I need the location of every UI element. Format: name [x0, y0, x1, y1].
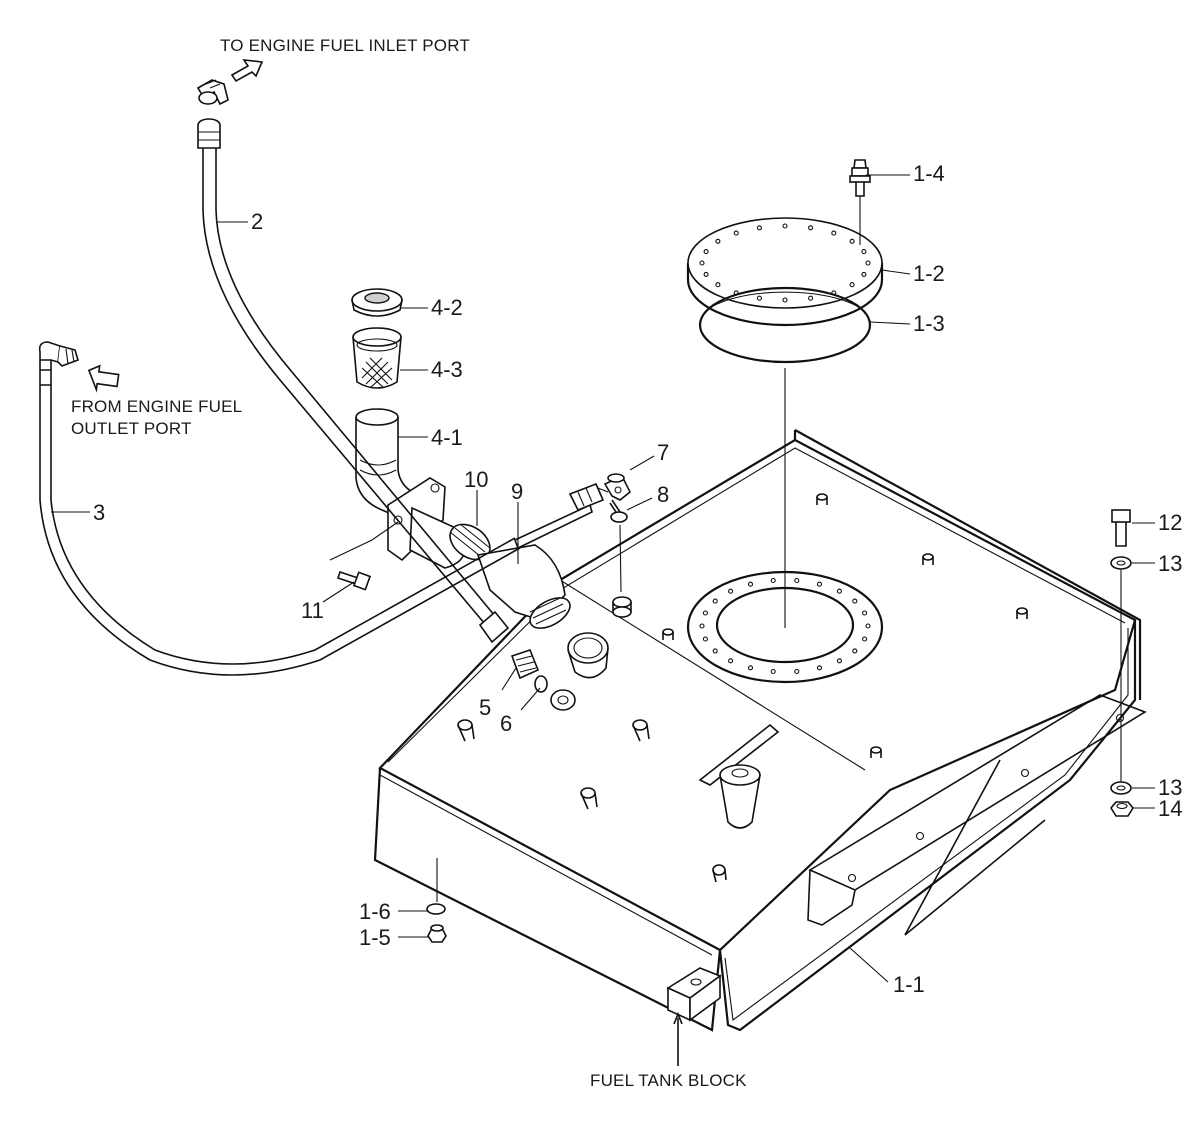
- bolt-hole: [849, 282, 855, 288]
- callout-13-upper: 13: [1158, 551, 1183, 576]
- callout-6: 6: [500, 711, 513, 736]
- tank-bosses: [457, 493, 1028, 883]
- from-engine-note-line1: FROM ENGINE FUEL: [71, 397, 243, 416]
- bolt-hole: [836, 658, 842, 664]
- bolt-hole: [712, 598, 718, 604]
- callout-2: 2: [251, 209, 264, 234]
- bolt-hole: [733, 230, 739, 236]
- from-engine-note-line2: OUTLET PORT: [71, 419, 192, 438]
- drain-plug-1-5: [427, 924, 447, 943]
- bolt-hole: [861, 271, 867, 277]
- fuel-tank-body: [373, 429, 1147, 1032]
- callout-1-3: 1-3: [913, 311, 945, 336]
- bolt-hole: [861, 249, 867, 255]
- bolt-hole: [849, 238, 855, 244]
- bolt-hole: [703, 249, 709, 255]
- bolt-hole: [794, 577, 800, 584]
- callout-4-1: 4-1: [431, 425, 463, 450]
- o-ring-1-6: [426, 903, 446, 915]
- bolt-hole: [770, 668, 776, 675]
- callout-7: 7: [657, 440, 670, 465]
- bolt-12: [1111, 509, 1131, 547]
- level-gauge: [698, 723, 780, 829]
- bolt-hole: [816, 581, 823, 587]
- callout-1-4: 1-4: [913, 161, 945, 186]
- fuel-tank-block-note: FUEL TANK BLOCK: [590, 1071, 747, 1090]
- bolt-hole: [862, 610, 868, 616]
- bolt-hole: [862, 636, 868, 642]
- bolt-hole: [852, 598, 858, 604]
- bolt-hole: [702, 610, 708, 616]
- callout-10: 10: [464, 467, 489, 492]
- bolt-hole: [770, 577, 776, 584]
- callout-8: 8: [657, 482, 670, 507]
- bolt-hole: [728, 658, 734, 664]
- bolt-hole: [715, 238, 721, 244]
- bolt-hole: [782, 297, 788, 303]
- washer-13-lower: [1110, 781, 1132, 795]
- bolt-11: [329, 521, 399, 591]
- callout-1-1: 1-1: [893, 972, 925, 997]
- bolt-hole: [702, 636, 708, 642]
- bolt-hole: [794, 668, 800, 675]
- bolt-hole: [865, 260, 871, 266]
- bolt-hole: [865, 623, 871, 629]
- callout-12: 12: [1158, 510, 1183, 535]
- o-ring-6: [534, 675, 548, 693]
- washer-13-upper: [1110, 556, 1132, 570]
- bolt-hole: [703, 271, 709, 277]
- bolt-hole: [756, 295, 762, 301]
- callout-1-6: 1-6: [359, 899, 391, 924]
- bolt-hole: [747, 581, 754, 587]
- inlet-elbow: [196, 79, 229, 106]
- callout-1-5: 1-5: [359, 925, 391, 950]
- filler-strainer: [352, 327, 402, 389]
- bolt-hole: [715, 282, 721, 288]
- fuel-tank-block: [666, 967, 722, 1066]
- nut-14: [1110, 801, 1134, 817]
- bolt-hole: [808, 225, 814, 231]
- callout-11: 11: [301, 598, 324, 623]
- elbow-fitting-7: [597, 473, 632, 516]
- bolt-hole: [836, 588, 842, 594]
- bolt-hole: [756, 225, 762, 231]
- bolt-1-4: [849, 159, 871, 245]
- callout-13-lower: 13: [1158, 775, 1183, 800]
- hose-2: [197, 118, 510, 644]
- callout-9: 9: [511, 479, 524, 504]
- bolt-hole: [808, 295, 814, 301]
- o-ring-8: [610, 511, 628, 523]
- bolt-hole: [699, 623, 705, 629]
- bolt-hole: [699, 260, 705, 266]
- hose-connection: [409, 506, 571, 629]
- bolt-hole: [852, 648, 858, 654]
- callout-4-2: 4-2: [431, 295, 463, 320]
- callout-1-2: 1-2: [913, 261, 945, 286]
- bolt-hole: [712, 648, 718, 654]
- callout-4-3: 4-3: [431, 357, 463, 382]
- bolt-hole: [831, 230, 837, 236]
- tank-ports: [550, 632, 609, 711]
- callout-3: 3: [93, 500, 106, 525]
- callout-5: 5: [479, 695, 492, 720]
- bolt-hole: [782, 223, 788, 229]
- connector-5: [510, 649, 540, 680]
- hose-3: [38, 341, 605, 676]
- callout-14: 14: [1158, 796, 1183, 821]
- filler-cap: [351, 288, 403, 317]
- to-engine-arrow: [230, 59, 264, 83]
- leader-lines: [51, 174, 1155, 983]
- from-engine-arrow: [87, 364, 120, 393]
- bolt-hole: [747, 665, 754, 671]
- bolt-hole: [728, 588, 734, 594]
- to-engine-note: TO ENGINE FUEL INLET PORT: [220, 36, 470, 55]
- cover-plate: [686, 217, 884, 327]
- bolt-hole: [816, 665, 823, 671]
- gasket: [698, 286, 872, 364]
